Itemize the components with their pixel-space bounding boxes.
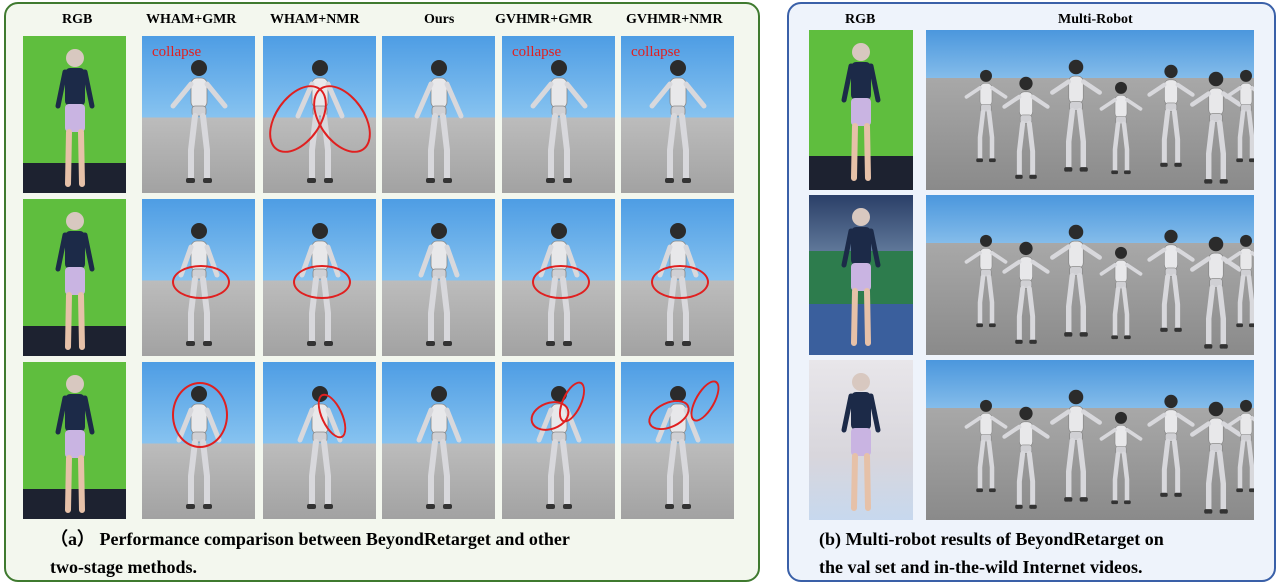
robot-render xyxy=(382,36,495,193)
rgb-frame xyxy=(809,30,913,190)
robot-render: collapse xyxy=(502,36,615,193)
collapse-label: collapse xyxy=(512,44,562,60)
header-multi-robot: Multi-Robot xyxy=(1058,12,1133,27)
humanoid-robot xyxy=(1049,56,1104,179)
humanoid-robot xyxy=(964,232,1009,333)
multi-robot-scene xyxy=(926,195,1254,355)
header-gvhmr-nmr: GVHMR+NMR xyxy=(626,12,723,27)
caption-a-line1: （a） Performance comparison between Beyon… xyxy=(50,529,570,549)
humanoid-robot xyxy=(290,56,350,191)
humanoid-robot xyxy=(1146,226,1196,338)
header-rgb: RGB xyxy=(62,12,93,27)
multi-robot-panel: RGB Multi-Robot xyxy=(787,2,1276,582)
error-highlight-oval xyxy=(651,265,709,299)
robot-render: collapse xyxy=(142,36,255,193)
humanoid-robot xyxy=(1001,73,1051,185)
robot-render xyxy=(502,199,615,356)
humanoid-robot xyxy=(648,382,708,517)
rgb-frame xyxy=(809,195,913,355)
caption-a-line2: two-stage methods. xyxy=(50,557,197,577)
robot-render: collapse xyxy=(621,36,734,193)
robot-render xyxy=(263,362,376,519)
person-figure xyxy=(836,38,886,190)
humanoid-robot xyxy=(1224,67,1254,168)
multi-robot-scene xyxy=(926,360,1254,520)
humanoid-robot xyxy=(1099,409,1144,510)
person-figure xyxy=(50,370,100,519)
multi-robot-scene xyxy=(926,30,1254,190)
robot-render xyxy=(621,199,734,356)
header-ours: Ours xyxy=(424,12,455,27)
robot-render xyxy=(502,362,615,519)
rgb-frame xyxy=(23,36,126,193)
humanoid-robot xyxy=(964,397,1009,498)
header-wham-gmr: WHAM+GMR xyxy=(146,12,237,27)
floor-mat xyxy=(23,326,126,356)
robot-render xyxy=(382,362,495,519)
robot-render xyxy=(263,36,376,193)
rgb-frame xyxy=(23,199,126,356)
humanoid-robot xyxy=(169,56,229,191)
rgb-frame xyxy=(23,362,126,519)
floor-mat xyxy=(23,489,126,519)
caption-b-line1: (b) Multi-robot results of BeyondRetarge… xyxy=(819,529,1164,549)
robot-render xyxy=(142,199,255,356)
collapse-label: collapse xyxy=(631,44,681,60)
floor-mat xyxy=(809,156,913,190)
humanoid-robot xyxy=(1001,403,1051,515)
error-highlight-oval xyxy=(293,265,351,299)
robot-render xyxy=(142,362,255,519)
humanoid-robot xyxy=(1189,398,1244,520)
error-highlight-oval xyxy=(532,265,590,299)
humanoid-robot xyxy=(529,382,589,517)
humanoid-robot xyxy=(1001,238,1051,350)
humanoid-robot xyxy=(409,219,469,354)
humanoid-robot xyxy=(290,382,350,517)
comparison-panel: RGB WHAM+GMR WHAM+NMR Ours GVHMR+GMR GVH… xyxy=(4,2,760,582)
humanoid-robot xyxy=(409,382,469,517)
header-wham-nmr: WHAM+NMR xyxy=(270,12,360,27)
person-figure xyxy=(50,44,100,193)
humanoid-robot xyxy=(1146,391,1196,503)
robot-render xyxy=(263,199,376,356)
humanoid-robot xyxy=(964,67,1009,168)
humanoid-robot xyxy=(529,56,589,191)
robot-render xyxy=(621,362,734,519)
humanoid-robot xyxy=(1049,221,1104,344)
person-figure xyxy=(836,203,886,355)
robot-render xyxy=(382,199,495,356)
caption-b-line2: the val set and in-the-wild Internet vid… xyxy=(819,557,1143,577)
humanoid-robot xyxy=(1146,61,1196,173)
error-highlight-oval xyxy=(172,382,228,448)
header-b-rgb: RGB xyxy=(845,12,876,27)
rgb-frame xyxy=(809,360,913,520)
person-figure xyxy=(50,207,100,356)
floor-mat xyxy=(23,163,126,193)
humanoid-robot xyxy=(1224,397,1254,498)
humanoid-robot xyxy=(1099,244,1144,345)
error-highlight-oval xyxy=(172,265,230,299)
humanoid-robot xyxy=(1049,386,1104,509)
collapse-label: collapse xyxy=(152,44,202,60)
header-gvhmr-gmr: GVHMR+GMR xyxy=(495,12,593,27)
humanoid-robot xyxy=(648,56,708,191)
humanoid-robot xyxy=(1224,232,1254,333)
humanoid-robot xyxy=(409,56,469,191)
humanoid-robot xyxy=(1099,79,1144,180)
humanoid-robot xyxy=(1189,68,1244,190)
person-figure xyxy=(836,368,886,520)
